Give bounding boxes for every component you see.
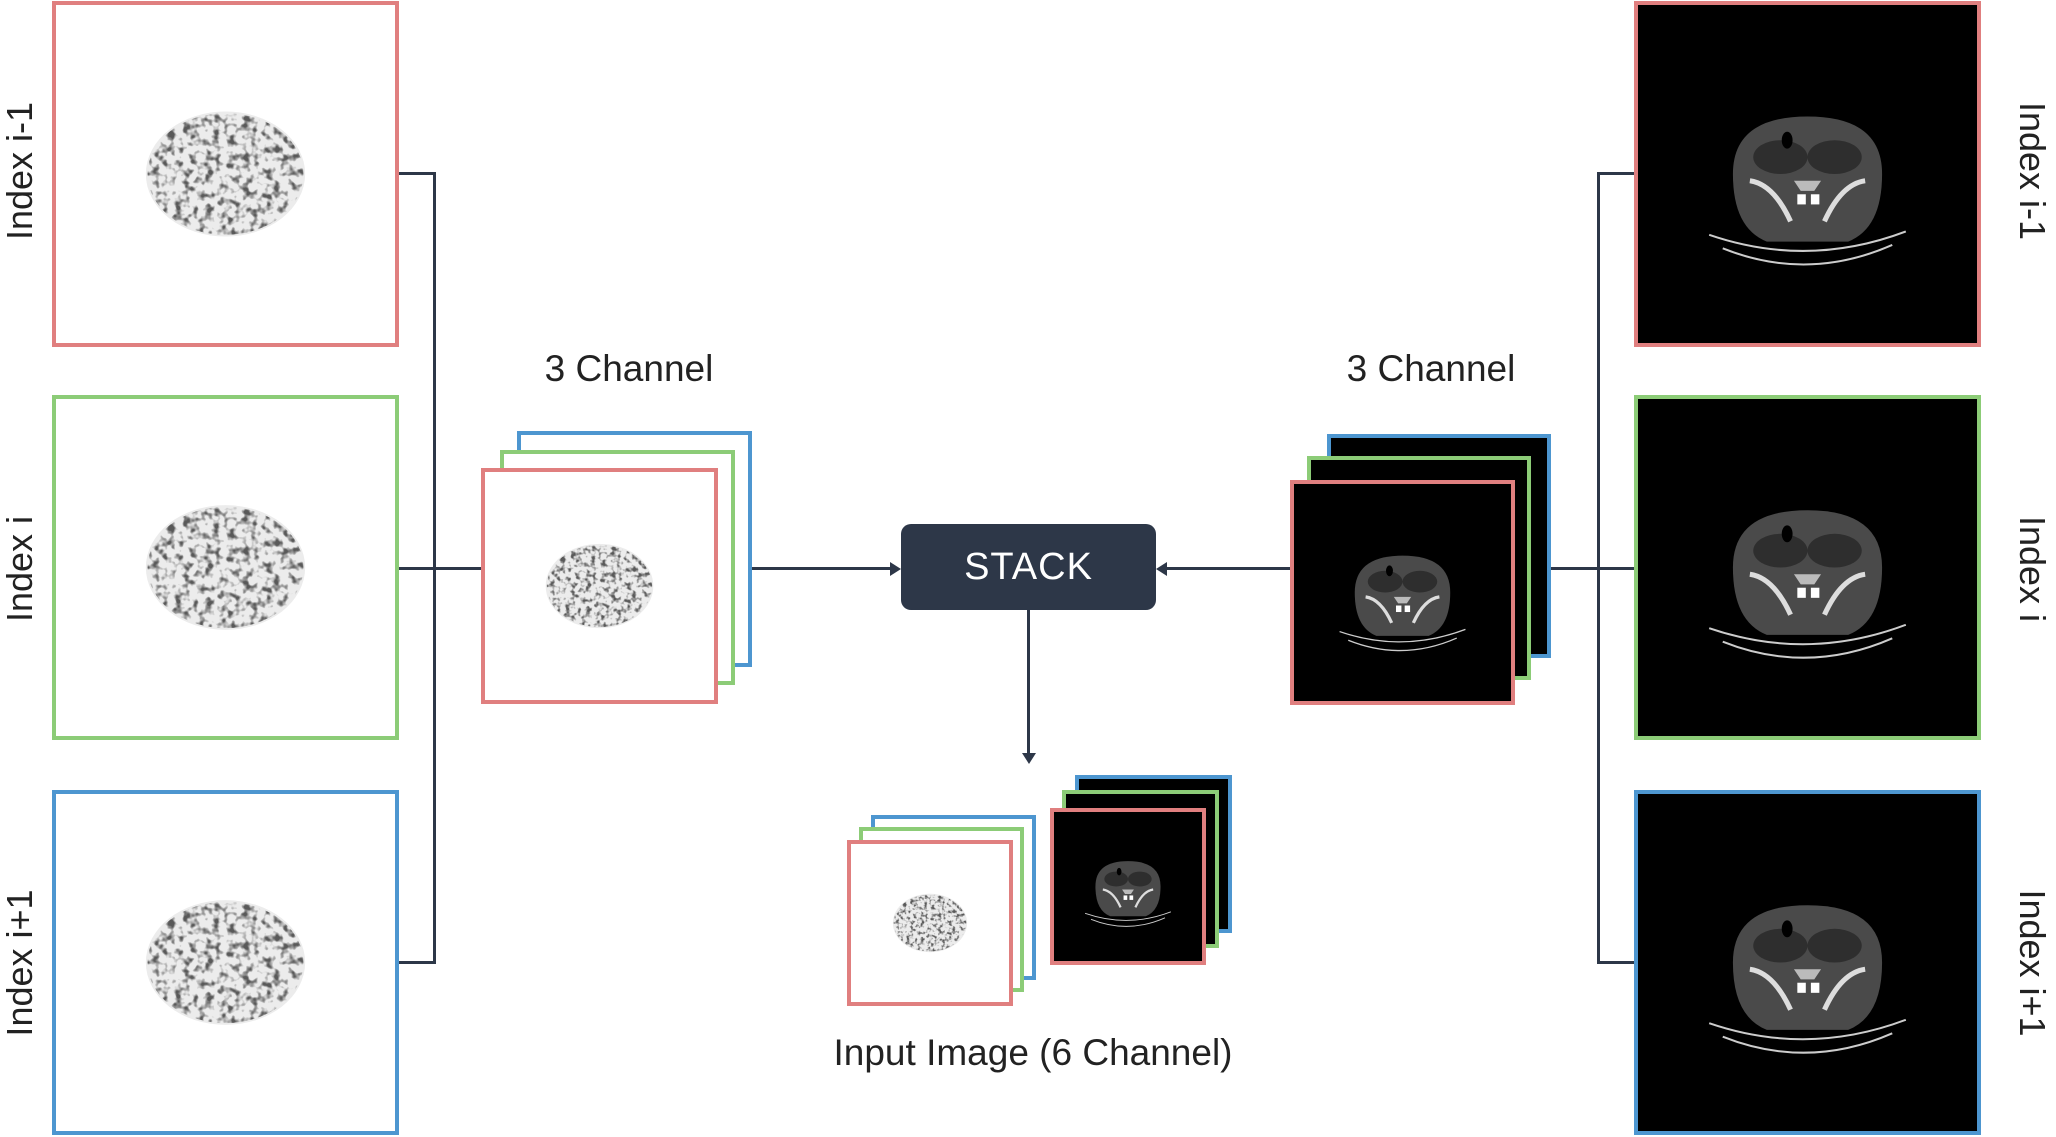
left-bracket-top xyxy=(399,172,436,175)
ct-slice-next xyxy=(1634,790,1981,1135)
right-label-prev: Index i-1 xyxy=(2012,101,2053,241)
pet-slice-current xyxy=(52,395,399,740)
right-bracket-middle xyxy=(1551,567,1634,570)
left-label-next: Index i+1 xyxy=(0,889,40,1037)
output-pet-prev xyxy=(847,840,1013,1006)
left-bracket-bottom xyxy=(399,961,436,964)
pet-slice-next xyxy=(52,790,399,1135)
arrow-ct-to-stack xyxy=(1166,567,1290,570)
arrow-pet-to-stack xyxy=(752,567,892,570)
arrow-stack-to-output xyxy=(1027,610,1030,755)
left-bracket-middle xyxy=(399,567,481,570)
pet-stack-prev xyxy=(481,468,718,704)
ct-slice-prev xyxy=(1634,1,1981,347)
ct-stack-prev xyxy=(1290,480,1515,705)
arrow-head-down xyxy=(1022,753,1036,764)
left-label-prev: Index i-1 xyxy=(0,101,40,241)
output-label: Input Image (6 Channel) xyxy=(833,1032,1233,1073)
arrow-head-right xyxy=(890,562,901,576)
left-label-current: Index i xyxy=(0,515,40,623)
arrow-head-left xyxy=(1156,562,1167,576)
right-label-current: Index i xyxy=(2012,515,2053,623)
right-stack-label: 3 Channel xyxy=(1346,348,1516,389)
ct-slice-current xyxy=(1634,395,1981,740)
right-bracket-top xyxy=(1597,172,1634,175)
output-ct-prev xyxy=(1050,808,1206,965)
pet-slice-prev xyxy=(52,1,399,347)
right-bracket-bottom xyxy=(1597,961,1634,964)
stack-operation-box: STACK xyxy=(901,524,1156,610)
left-stack-label: 3 Channel xyxy=(544,348,714,389)
right-label-next: Index i+1 xyxy=(2012,889,2053,1037)
